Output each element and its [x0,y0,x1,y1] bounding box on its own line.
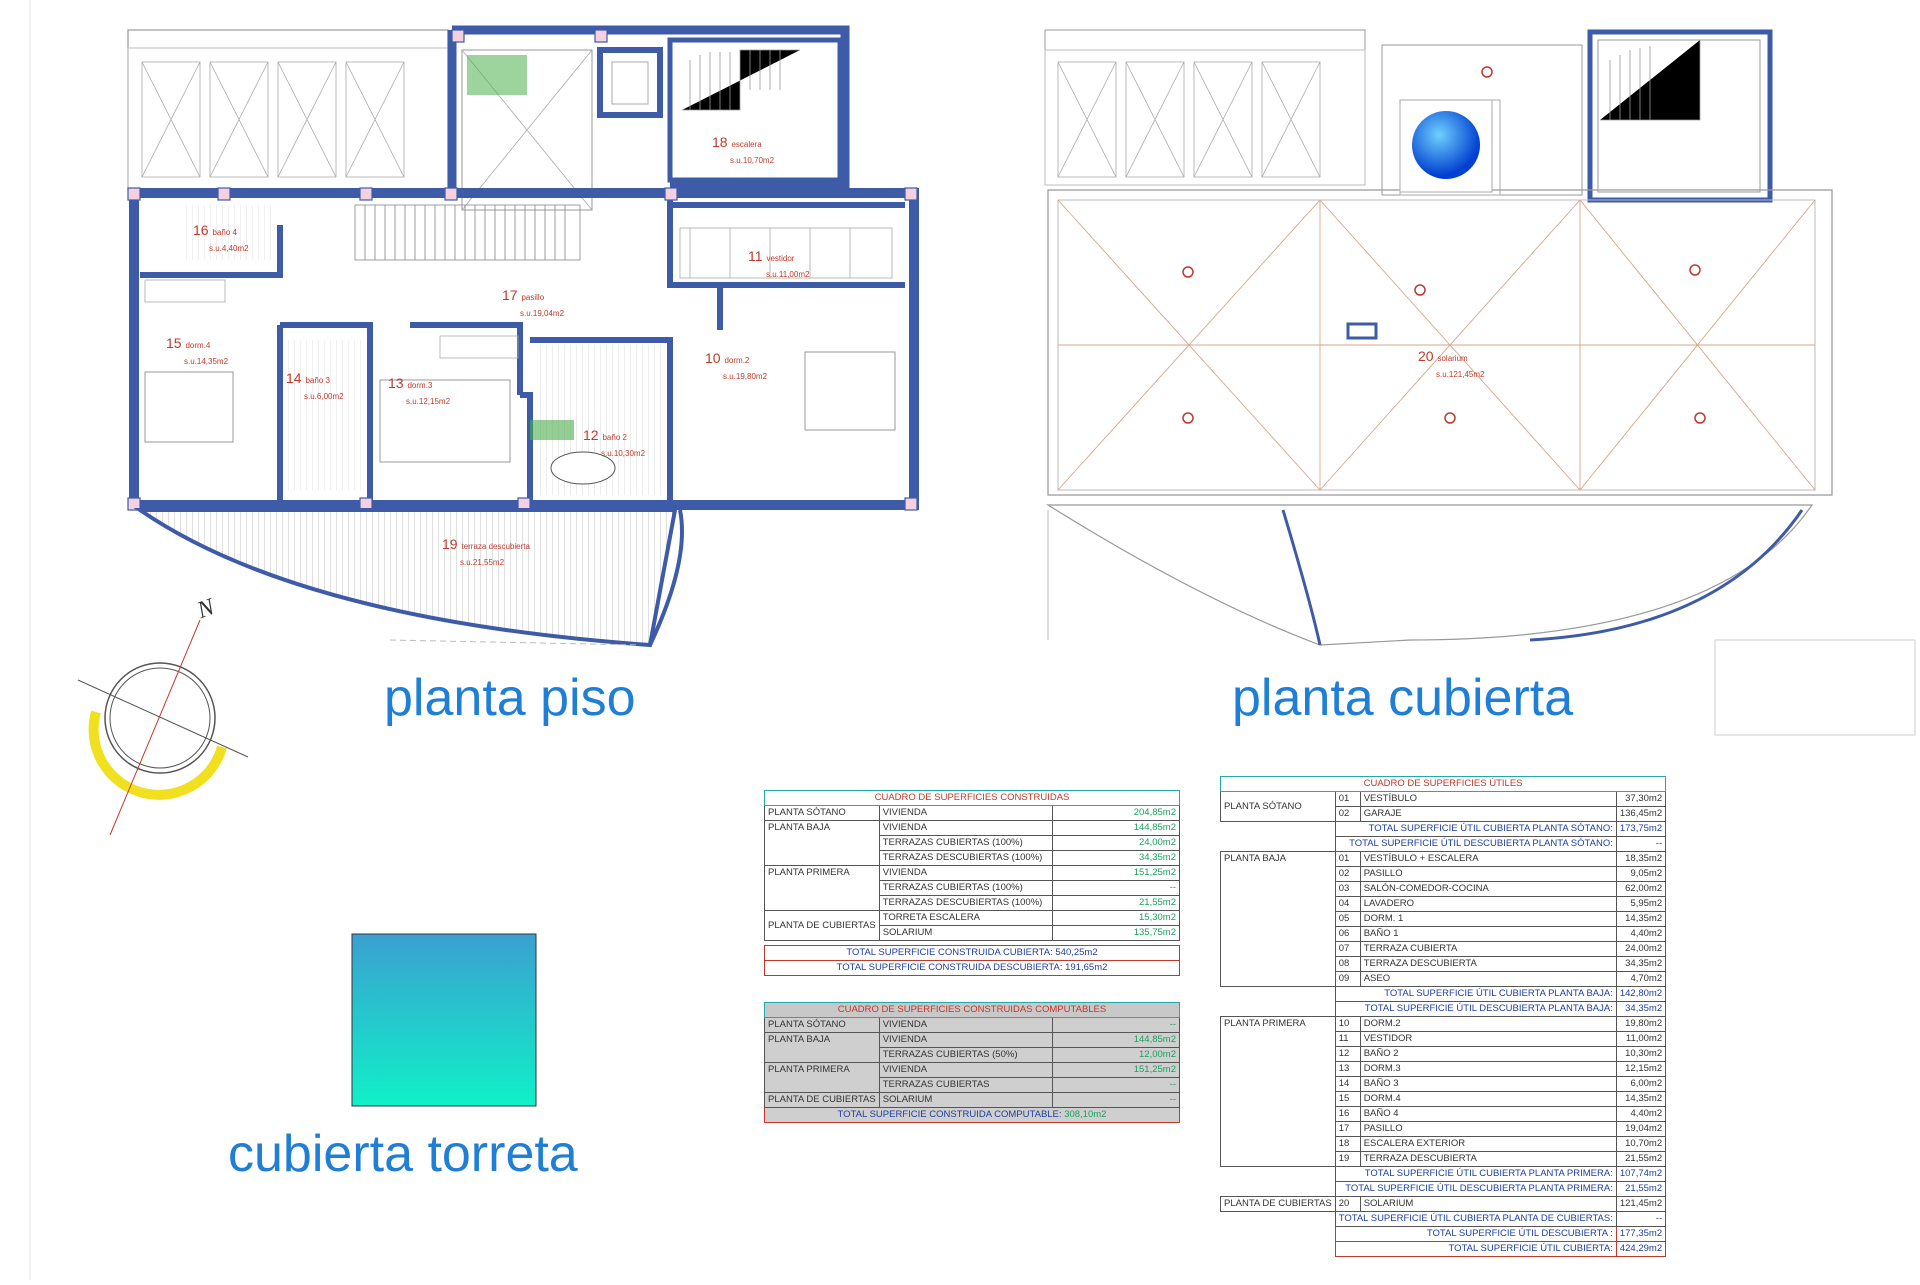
planta-cubierta-title: planta cubierta [1232,669,1574,727]
total-construida-descubierta: TOTAL SUPERFICIE CONSTRUIDA DESCUBIERTA:… [764,960,1180,976]
table-row: TERRAZAS CUBIERTAS (100%)-- [765,880,1180,896]
table-title: CUADRO DE SUPERFICIES CONSTRUIDAS [764,790,1180,806]
table-total-row: TOTAL SUPERFICIE ÚTIL CUBIERTA PLANTA BA… [1221,986,1667,1002]
total-computable: TOTAL SUPERFICIE CONSTRUIDA COMPUTABLE: … [764,1107,1180,1123]
north-compass [77,619,249,836]
planta-cubierta-plan [1044,29,1916,736]
table-row: TERRAZAS DESCUBIERTAS (100%)21,55m2 [765,895,1180,911]
table-superficies-construidas: CUADRO DE SUPERFICIES CONSTRUIDAS PLANTA… [764,790,1180,976]
table-total-row: TOTAL SUPERFICIE ÚTIL DESCUBIERTA :177,3… [1221,1226,1667,1242]
table-superficies-computables: CUADRO DE SUPERFICIES CONSTRUIDAS COMPUT… [764,1002,1180,1123]
table-total-row: TOTAL SUPERFICIE ÚTIL CUBIERTA:424,29m2 [1221,1241,1667,1257]
table-row: TERRAZAS CUBIERTAS (100%)24,00m2 [765,835,1180,851]
table-row: TERRAZAS CUBIERTAS (50%)12,00m2 [765,1047,1180,1063]
table-total-row: TOTAL SUPERFICIE ÚTIL CUBIERTA PLANTA DE… [1221,1211,1667,1227]
torreta-roof-swatch [351,933,537,1107]
table-title: CUADRO DE SUPERFICIES CONSTRUIDAS COMPUT… [764,1002,1180,1018]
table-total-row: TOTAL SUPERFICIE ÚTIL DESCUBIERTA PLANTA… [1221,836,1667,852]
table-total-row: TOTAL SUPERFICIE ÚTIL CUBIERTA PLANTA SÓ… [1221,821,1667,837]
table-total-row: TOTAL SUPERFICIE ÚTIL DESCUBIERTA PLANTA… [1221,1001,1667,1017]
table-total-row: TOTAL SUPERFICIE ÚTIL DESCUBIERTA PLANTA… [1221,1181,1667,1197]
total-construida-cubierta: TOTAL SUPERFICIE CONSTRUIDA CUBIERTA: 54… [764,945,1180,961]
table-row: TERRAZAS CUBIERTAS-- [765,1077,1180,1093]
table-superficies-utiles: CUADRO DE SUPERFICIES ÚTILES PLANTA SÓTA… [1219,776,1667,1257]
table-total-row: TOTAL SUPERFICIE ÚTIL CUBIERTA PLANTA PR… [1221,1166,1667,1182]
table-row: TERRAZAS DESCUBIERTAS (100%)34,35m2 [765,850,1180,866]
planta-piso-title: planta piso [384,669,636,727]
planta-piso-plan [127,25,919,648]
table-title: CUADRO DE SUPERFICIES ÚTILES [1219,776,1667,792]
cubierta-torreta-title: cubierta torreta [228,1125,578,1183]
